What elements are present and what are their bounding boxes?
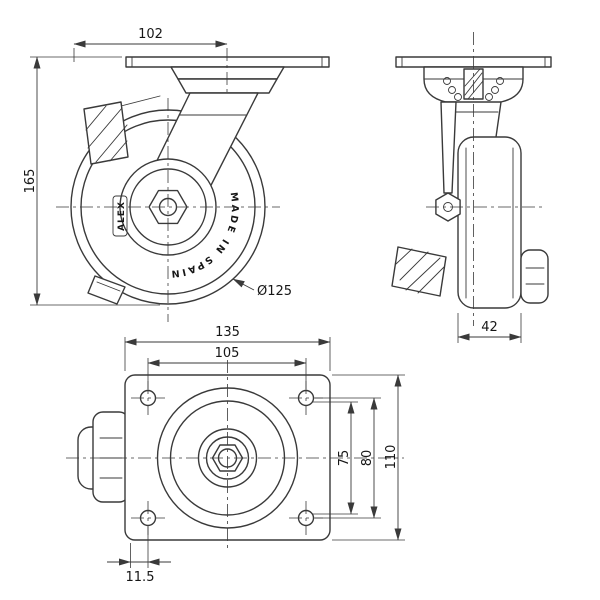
front-dimensions: 102 165 Ø125 [23,27,292,306]
top-bolt-holes [131,381,323,535]
side-brake-pedal [520,249,549,304]
front-brake-lever [83,95,161,165]
dim-wheel-diameter-label: Ø125 [257,284,292,299]
dim-edge-offset-label: 11.5 [126,570,155,585]
side-dimensions: 42 [457,313,522,343]
dim-swing-radius-label: 102 [138,27,163,42]
dim-bolt-spacing-y-alt-label: 75 [337,450,352,467]
side-wheel [457,136,522,309]
top-view [66,360,404,552]
front-swivel-housing [170,66,285,94]
side-brake-lever [391,246,447,297]
dim-bolt-spacing-y-label: 80 [360,450,375,467]
dim-plate-width-label: 110 [384,445,399,470]
side-axle-nut [435,192,461,222]
side-view [391,32,552,326]
dim-wheel-width-label: 42 [481,320,498,335]
side-fork [440,101,502,194]
dim-height-label: 165 [23,169,38,194]
top-wheel-protrusion [77,411,130,503]
dim-plate-length-label: 135 [215,325,240,340]
side-fork-leg [440,101,457,194]
front-view: ALEX MADE IN SPAIN [56,48,330,322]
wheel-brand-text: ALEX [117,201,127,231]
front-brake-pedal [87,275,126,305]
front-top-plate [125,56,330,68]
dim-bolt-spacing-x-label: 105 [215,346,240,361]
top-brake-pedal [92,411,130,503]
brand-logo-box [112,195,128,237]
top-dimensions: 135 105 110 80 75 11.5 [107,325,405,585]
